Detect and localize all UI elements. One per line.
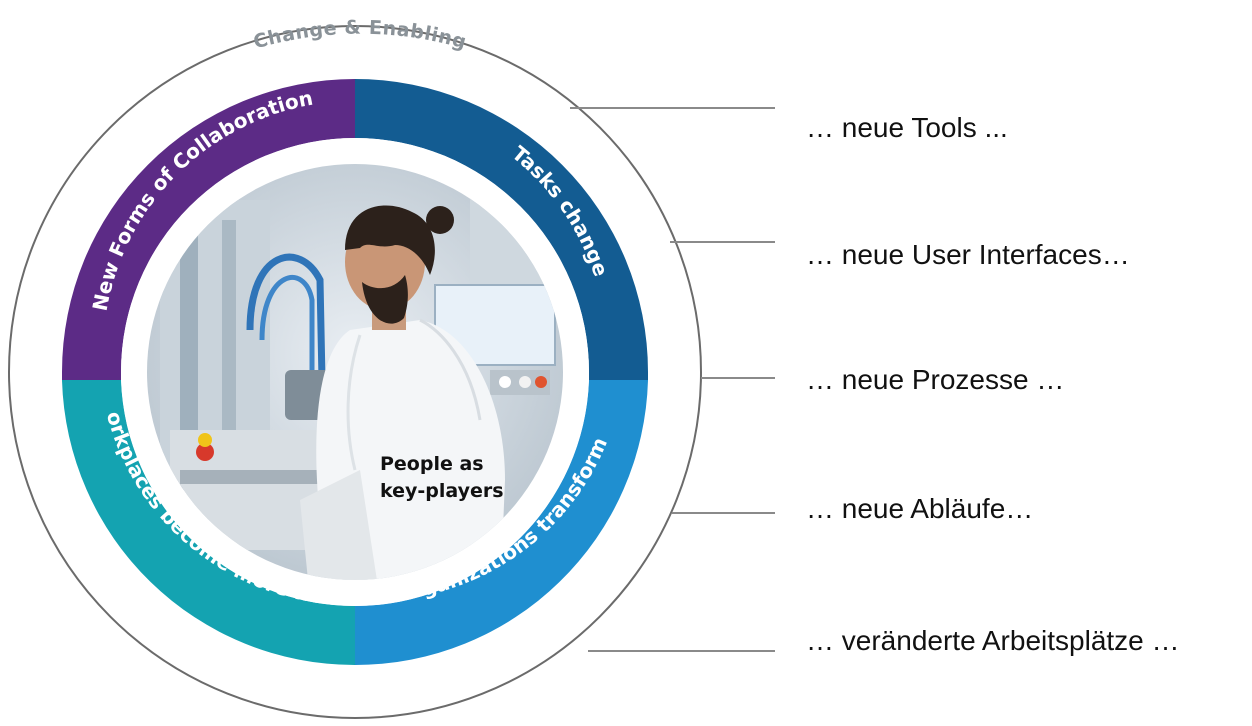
right-label-prozesse: … neue Prozesse … bbox=[806, 364, 1064, 395]
worker-at-machine-photo bbox=[147, 164, 563, 580]
center-label-line-1: People as bbox=[380, 453, 484, 475]
center-label-line-2: key-players bbox=[380, 480, 504, 502]
right-label-ablaeufe: … neue Abläufe… bbox=[806, 493, 1033, 524]
right-label-user-interfaces: … neue User Interfaces… bbox=[806, 239, 1130, 270]
segment-organizations-transform bbox=[355, 380, 648, 666]
right-label-arbeitsplaetze: … veränderte Arbeitsplätze … bbox=[806, 625, 1180, 656]
outer-ring bbox=[8, 25, 702, 719]
segment-workplaces-become-more-flexible bbox=[62, 380, 355, 665]
connector-lines bbox=[570, 107, 775, 652]
outer-ring-label: Change & Enabling bbox=[251, 17, 469, 54]
segment-new-forms-of-collaboration bbox=[62, 79, 355, 380]
segment-tasks-change bbox=[355, 79, 648, 380]
right-label-tools: … neue Tools ... bbox=[806, 112, 1008, 143]
